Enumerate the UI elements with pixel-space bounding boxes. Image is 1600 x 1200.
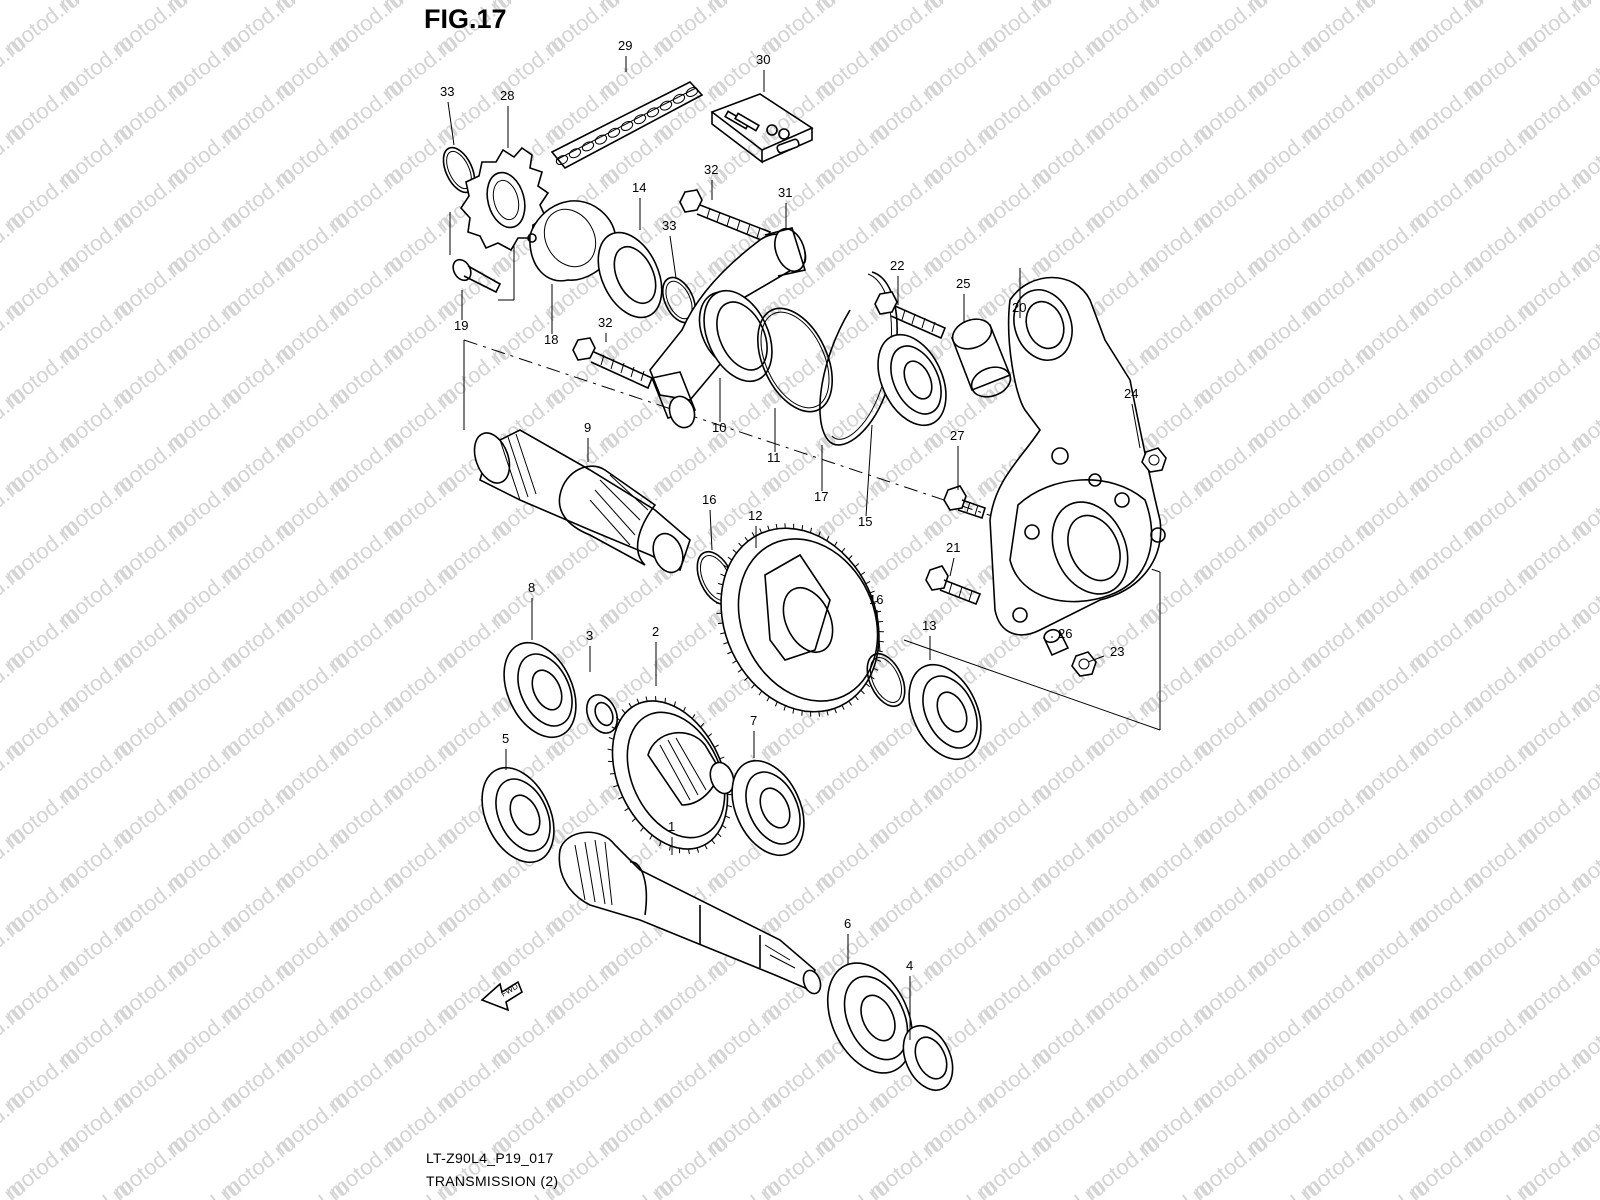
part-20-bracket (989, 276, 1166, 636)
part-2-gear (607, 696, 735, 855)
callout-leader (949, 557, 955, 577)
callout-label: 3 (586, 628, 593, 643)
callout-leader (1087, 655, 1105, 663)
part-17-snap-ring (819, 271, 898, 446)
part-10-ring (703, 289, 773, 383)
part-25-collar (950, 318, 1012, 398)
callout-label: 24 (1124, 386, 1138, 401)
callout-label: 7 (750, 713, 757, 728)
callout-label: 6 (844, 916, 851, 931)
part-24-nut (1141, 447, 1167, 473)
callout-label: 30 (756, 52, 770, 67)
part-6-bearing (826, 962, 914, 1074)
part-7-bearing (731, 759, 805, 857)
callout-label: 15 (858, 514, 872, 529)
callout-label: 32 (704, 162, 718, 177)
part-29-chain (550, 81, 704, 170)
part-8-bearing (503, 641, 577, 739)
callout-label: 16 (702, 492, 716, 507)
part-5-bearing (481, 766, 555, 864)
callout-label: 16 (869, 592, 883, 607)
part-19-screw (452, 258, 502, 294)
callout-label: 14 (632, 180, 646, 195)
callout-leader (447, 101, 455, 146)
callout-label: 26 (1058, 626, 1072, 641)
part-28-sprocket (459, 146, 550, 252)
callout-label: 20 (1012, 300, 1026, 315)
callout-leader (669, 235, 677, 279)
callout-label: 17 (814, 489, 828, 504)
part-1-shaft (558, 831, 822, 995)
callout-label: 28 (500, 88, 514, 103)
callout-label: 8 (528, 580, 535, 595)
callout-label: 11 (767, 450, 781, 465)
callout-label: 2 (652, 624, 659, 639)
part-9-shaft (473, 429, 691, 574)
part-21-bolt (925, 565, 982, 606)
diagram-code: LT-Z90L4_P19_017 (426, 1150, 554, 1166)
part-11-o-ring (757, 307, 833, 413)
part-22-bolt (874, 291, 947, 340)
part-3-washer (585, 694, 619, 734)
figure-title: FIG.17 (424, 4, 507, 34)
part-16-circlip-2 (866, 652, 906, 708)
part-32-bolt-lower (572, 337, 654, 390)
callout-leader (709, 509, 713, 551)
callout-label: 33 (440, 84, 454, 99)
part-15-bearing (877, 333, 947, 427)
callout-leader (876, 609, 881, 653)
callout-label: 9 (584, 420, 591, 435)
callout-label: 13 (922, 618, 936, 633)
callout-label: 32 (598, 315, 612, 330)
fwd-arrow-icon: FWD (480, 980, 523, 1012)
callout-leader (865, 424, 873, 517)
diagram-title: TRANSMISSION (2) (426, 1173, 559, 1189)
callout-label: 5 (502, 731, 509, 746)
part-4-oil-seal (902, 1025, 954, 1091)
callout-label: 18 (544, 332, 558, 347)
callout-label: 22 (890, 258, 904, 273)
callout-leader (1131, 403, 1141, 449)
callout-label: 21 (946, 540, 960, 555)
callout-label: 10 (712, 420, 726, 435)
callout-label: 25 (956, 276, 970, 291)
callout-label: 19 (454, 318, 468, 333)
callout-label: 29 (618, 38, 632, 53)
part-13-bearing (908, 663, 982, 761)
callout-label: 27 (950, 428, 964, 443)
part-30-chain-joint-kit (710, 93, 814, 164)
callout-label: 31 (778, 185, 792, 200)
part-23-nut (1071, 651, 1097, 677)
part-14-oil-seal (597, 231, 663, 319)
callout-label: 4 (906, 958, 913, 973)
part-12-gear (716, 523, 884, 717)
callout-label: 23 (1110, 644, 1124, 659)
part-32-bolt-upper (679, 189, 772, 244)
part-27-bolt (943, 485, 986, 520)
callout-label: 12 (748, 508, 762, 523)
callout-label: 1 (668, 819, 675, 834)
callout-label: 33 (662, 218, 676, 233)
part-26-dowel (1042, 628, 1070, 657)
